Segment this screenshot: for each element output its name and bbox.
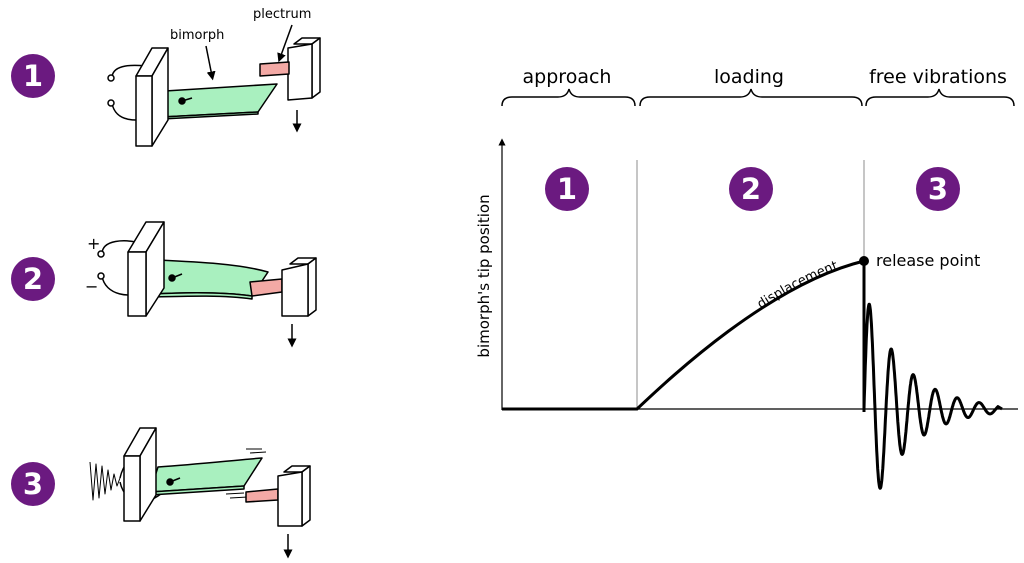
brace-loading	[639, 88, 863, 107]
step-badge-3-number: 3	[23, 467, 43, 501]
minus-sign: −	[85, 277, 98, 296]
plot-badge-3: 3	[916, 167, 960, 211]
terminal-icon	[107, 99, 115, 107]
release-point-marker	[859, 256, 869, 266]
plectrum-tab	[249, 278, 283, 297]
apparatus-step-2	[97, 221, 317, 348]
displacement-label: displacement	[755, 259, 840, 313]
step-badge-1: 1	[11, 54, 55, 98]
plectrum-holder-block	[287, 43, 313, 101]
plectrum-holder-block	[277, 471, 303, 527]
terminal-icon	[97, 250, 105, 258]
motion-lines-icon	[246, 448, 267, 454]
plot-badge-1-number: 1	[557, 172, 577, 206]
plectrum-pointer-icon	[277, 24, 293, 63]
plectrum-holder-block	[281, 263, 309, 317]
phase-label-loading: loading	[714, 66, 784, 88]
release-point-label: release point	[876, 251, 980, 270]
phase-braces	[501, 88, 1015, 107]
vibration-curve	[862, 302, 1003, 490]
bimorph-label: bimorph	[170, 28, 224, 43]
bimorph-pointer-icon	[205, 45, 216, 81]
phase-label-approach: approach	[523, 66, 612, 88]
apparatus-step-3	[89, 427, 311, 559]
step-badge-1-number: 1	[23, 59, 43, 93]
displacement-curve	[502, 259, 865, 411]
step-badge-3: 3	[11, 462, 55, 506]
plectrum-tab	[245, 488, 279, 503]
brace-approach	[501, 88, 636, 107]
oscillation-signal-icon	[89, 461, 121, 501]
plot-badge-3-number: 3	[928, 172, 948, 206]
phase-label-free-vibrations: free vibrations	[869, 66, 1007, 88]
step-badge-2: 2	[11, 257, 55, 301]
bimorph-plate-vibrating	[149, 457, 263, 493]
plus-sign: +	[87, 234, 100, 253]
plectrum-label: plectrum	[253, 7, 311, 22]
step-badge-2-number: 2	[23, 262, 43, 296]
plot-badge-2: 2	[729, 167, 773, 211]
terminal-icon	[97, 272, 105, 280]
plot-badge-1: 1	[545, 167, 589, 211]
plectrum-tab	[259, 61, 290, 77]
y-axis-label: bimorph's tip position	[475, 194, 493, 357]
brace-free-vibrations	[865, 88, 1015, 107]
plot-badge-2-number: 2	[741, 172, 761, 206]
apparatus-step-1	[107, 24, 321, 147]
terminal-icon	[107, 74, 115, 82]
